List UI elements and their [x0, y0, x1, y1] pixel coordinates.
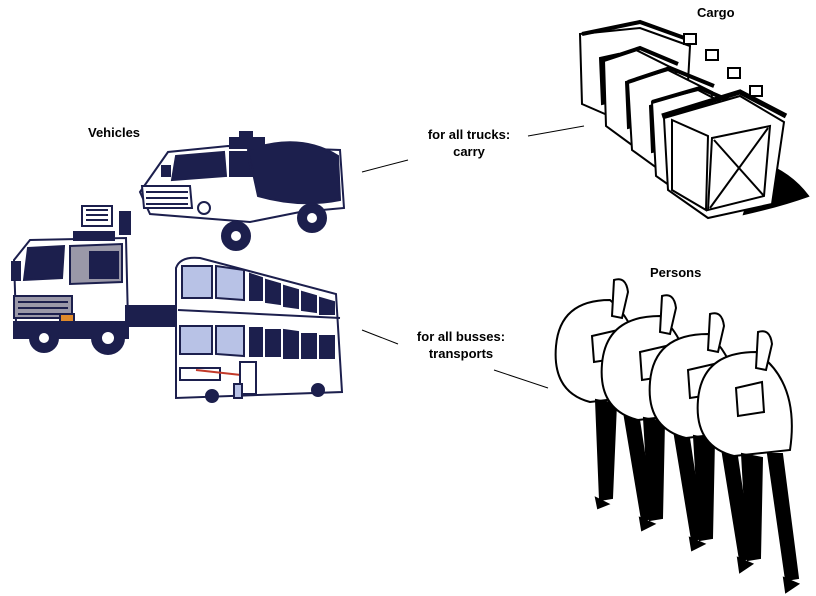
tanker-truck-icon [140, 132, 344, 250]
connector-vehicles-trucks [362, 160, 408, 172]
crates-icon [580, 22, 808, 218]
connector-busses-persons [494, 370, 548, 388]
persons-label: Persons [650, 264, 701, 281]
trucks-relation-label: for all trucks: carry [416, 126, 522, 160]
trucks-relation-line1: for all trucks: [416, 126, 522, 143]
connector-vehicles-busses [362, 330, 398, 344]
busses-relation-line2: transports [404, 345, 518, 362]
double-decker-bus-icon [176, 258, 342, 402]
busses-relation-line1: for all busses: [404, 328, 518, 345]
business-people-icon [556, 279, 798, 592]
trucks-relation-line2: carry [416, 143, 522, 160]
tow-truck-icon [12, 206, 178, 354]
vehicles-label: Vehicles [88, 124, 140, 141]
connector-trucks-cargo [528, 126, 584, 136]
busses-relation-label: for all busses: transports [404, 328, 518, 362]
cargo-label: Cargo [697, 4, 735, 21]
